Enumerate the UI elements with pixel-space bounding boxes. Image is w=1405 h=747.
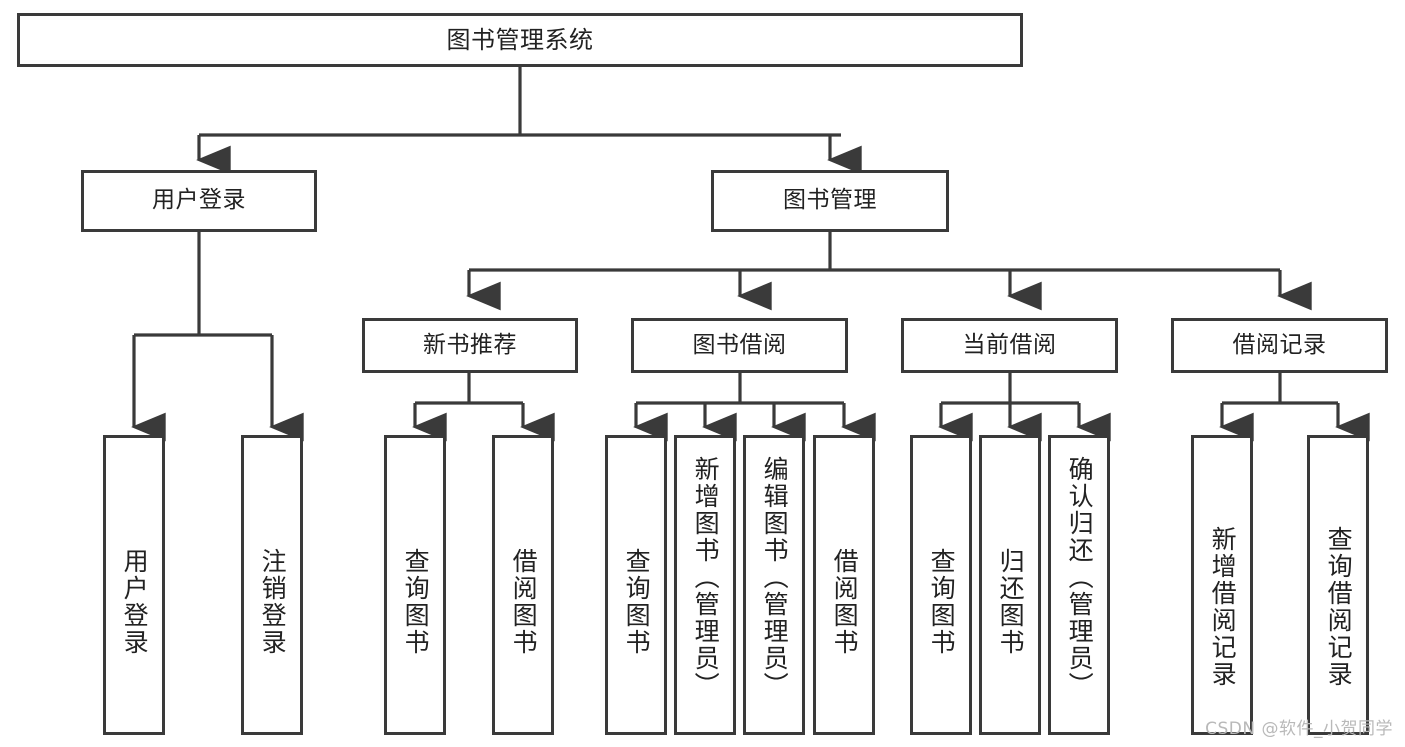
node-new-book-recommend[interactable]: 新书推荐 xyxy=(362,318,578,373)
leaf-book-borrow-edit-label: 编辑图书（管理员） xyxy=(760,456,790,699)
node-book-borrow-label: 图书借阅 xyxy=(692,331,787,358)
leaf-book-borrow-borrow-label: 借阅图书 xyxy=(830,548,860,656)
leaf-user-login-logout-label: 注销登录 xyxy=(258,548,288,656)
leaf-current-borrow-return-label: 归还图书 xyxy=(996,548,1026,656)
node-root-label: 图书管理系统 xyxy=(446,25,594,54)
leaf-user-login-login-label: 用户登录 xyxy=(120,548,150,656)
node-current-borrow-label: 当前借阅 xyxy=(962,331,1057,358)
node-user-login[interactable]: 用户登录 xyxy=(81,170,317,232)
leaf-current-borrow-return[interactable]: 归还图书 xyxy=(979,435,1041,735)
leaf-new-book-query[interactable]: 查询图书 xyxy=(384,435,446,735)
leaf-new-book-query-label: 查询图书 xyxy=(401,548,431,656)
node-new-book-recommend-label: 新书推荐 xyxy=(423,331,517,358)
node-borrow-records-label: 借阅记录 xyxy=(1232,331,1327,358)
node-book-management-label: 图书管理 xyxy=(783,187,877,214)
leaf-current-borrow-confirm[interactable]: 确认归还（管理员） xyxy=(1048,435,1110,735)
leaf-records-query-label: 查询借阅记录 xyxy=(1324,526,1354,688)
leaf-current-borrow-confirm-label: 确认归还（管理员） xyxy=(1065,456,1095,699)
node-root[interactable]: 图书管理系统 xyxy=(17,13,1023,67)
node-borrow-records[interactable]: 借阅记录 xyxy=(1171,318,1388,373)
leaf-records-query[interactable]: 查询借阅记录 xyxy=(1307,435,1369,735)
node-book-management[interactable]: 图书管理 xyxy=(711,170,949,232)
node-book-borrow[interactable]: 图书借阅 xyxy=(631,318,848,373)
leaf-book-borrow-edit[interactable]: 编辑图书（管理员） xyxy=(743,435,805,735)
leaf-user-login-login[interactable]: 用户登录 xyxy=(103,435,165,735)
leaf-current-borrow-query[interactable]: 查询图书 xyxy=(910,435,972,735)
leaf-records-add[interactable]: 新增借阅记录 xyxy=(1191,435,1253,735)
leaf-current-borrow-query-label: 查询图书 xyxy=(927,548,957,656)
leaf-book-borrow-borrow[interactable]: 借阅图书 xyxy=(813,435,875,735)
leaf-new-book-borrow-label: 借阅图书 xyxy=(509,548,539,656)
node-user-login-label: 用户登录 xyxy=(152,187,246,214)
leaf-user-login-logout[interactable]: 注销登录 xyxy=(241,435,303,735)
leaf-records-add-label: 新增借阅记录 xyxy=(1208,526,1238,688)
leaf-book-borrow-query[interactable]: 查询图书 xyxy=(605,435,667,735)
leaf-book-borrow-add-label: 新增图书（管理员） xyxy=(691,456,721,699)
leaf-book-borrow-add[interactable]: 新增图书（管理员） xyxy=(674,435,736,735)
node-current-borrow[interactable]: 当前借阅 xyxy=(901,318,1118,373)
leaf-new-book-borrow[interactable]: 借阅图书 xyxy=(492,435,554,735)
leaf-book-borrow-query-label: 查询图书 xyxy=(622,548,652,656)
